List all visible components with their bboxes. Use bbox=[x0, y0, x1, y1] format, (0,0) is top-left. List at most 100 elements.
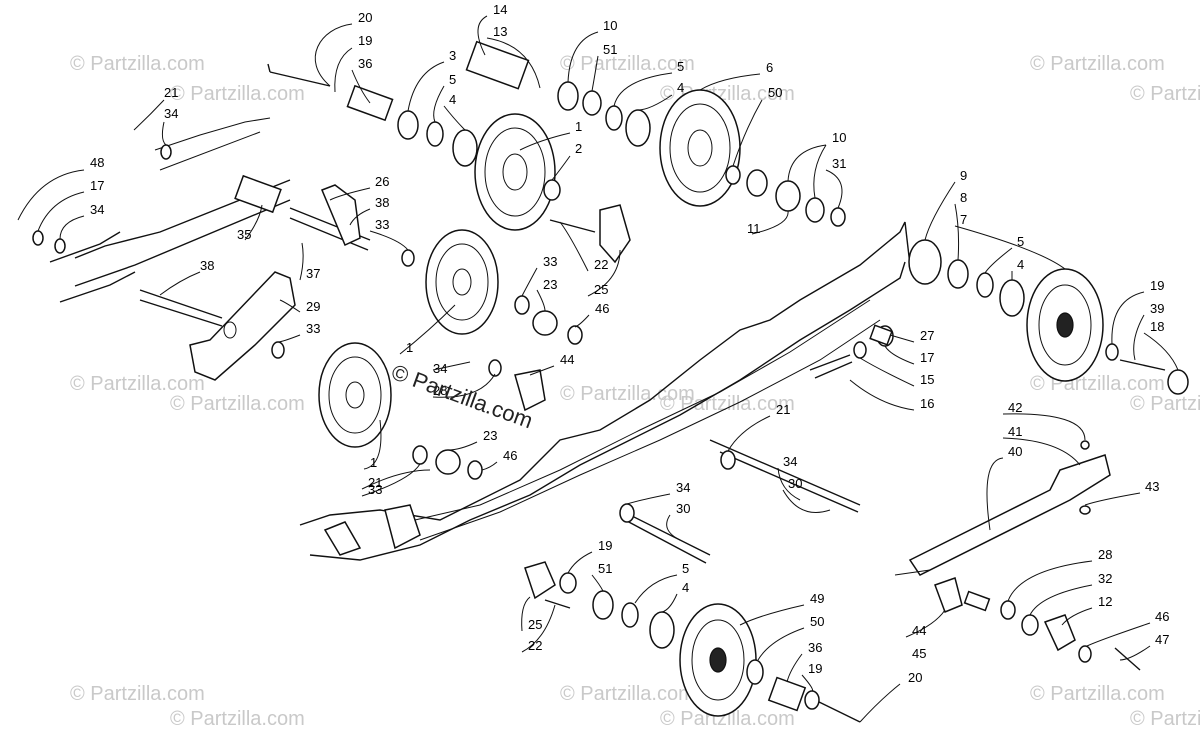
callout-13: 13 bbox=[493, 24, 507, 39]
leader-line-31 bbox=[813, 144, 827, 199]
torque-arm bbox=[894, 454, 1111, 576]
brackets bbox=[189, 184, 1076, 652]
callout-46: 46 bbox=[503, 448, 517, 463]
callout-36: 36 bbox=[808, 640, 822, 655]
callout-30: 30 bbox=[788, 476, 802, 491]
callout-9: 9 bbox=[960, 168, 967, 183]
leader-line-19 bbox=[666, 514, 681, 541]
callout-20: 20 bbox=[908, 670, 922, 685]
callout-19: 19 bbox=[358, 33, 372, 48]
leader-line-20 bbox=[801, 674, 813, 692]
callout-21: 21 bbox=[776, 402, 790, 417]
leader-line-5 bbox=[591, 574, 604, 592]
leader-line-40 bbox=[1002, 437, 1081, 466]
leader-line-4 bbox=[634, 574, 678, 604]
leader-line-7 bbox=[954, 203, 960, 261]
leader-line-5 bbox=[613, 72, 673, 107]
leader-line-51 bbox=[591, 55, 599, 92]
callout-37: 37 bbox=[306, 266, 320, 281]
leader-line-49 bbox=[661, 593, 678, 613]
leader-line-44 bbox=[587, 249, 621, 297]
callout-25: 25 bbox=[594, 282, 608, 297]
watermark-text: © Partzilla.com bbox=[1030, 683, 1165, 705]
callout-15: 15 bbox=[920, 372, 934, 387]
leader-line-5 bbox=[433, 85, 445, 123]
leader-line-15 bbox=[884, 345, 915, 365]
watermark-text: © Partzilla.com bbox=[170, 83, 305, 105]
leader-line-13 bbox=[486, 37, 541, 89]
leader-line-48 bbox=[161, 121, 167, 146]
callout-29: 29 bbox=[306, 299, 320, 314]
leader-line-41 bbox=[1002, 413, 1086, 441]
leader-line-28 bbox=[432, 361, 471, 371]
callout-17: 17 bbox=[920, 350, 934, 365]
leader-line-34 bbox=[133, 99, 165, 131]
leader-line-10 bbox=[567, 31, 599, 83]
leader-line-42 bbox=[782, 489, 831, 513]
shafts bbox=[139, 63, 1166, 723]
leader-line-43 bbox=[986, 457, 1004, 531]
callout-47: 47 bbox=[1155, 632, 1169, 647]
watermark-text: © Partzilla.com bbox=[1030, 53, 1165, 75]
leader-line-20 bbox=[314, 23, 353, 87]
leader-line-45 bbox=[905, 609, 946, 638]
callout-45: 45 bbox=[912, 646, 926, 661]
callout-44: 44 bbox=[560, 352, 574, 367]
leader-lines bbox=[17, 15, 1179, 723]
leader-line-32 bbox=[1007, 560, 1093, 602]
callout-22: 22 bbox=[528, 638, 542, 653]
callout-5: 5 bbox=[682, 561, 689, 576]
leader-line-1 bbox=[481, 461, 498, 471]
leader-line-16 bbox=[859, 357, 915, 387]
slide-rail-left bbox=[49, 117, 291, 303]
leader-line-17 bbox=[889, 334, 915, 343]
callout-50: 50 bbox=[768, 85, 782, 100]
leader-line-33 bbox=[349, 208, 371, 226]
callout-22: 22 bbox=[594, 257, 608, 272]
leader-line-34 bbox=[727, 415, 771, 452]
leader-line-27 bbox=[1143, 332, 1179, 371]
callout-16: 16 bbox=[920, 396, 934, 411]
callout-4: 4 bbox=[677, 80, 684, 95]
leader-line-34 bbox=[529, 365, 555, 376]
callout-5: 5 bbox=[449, 72, 456, 87]
leader-line-28 bbox=[521, 604, 556, 653]
callout-25: 25 bbox=[528, 617, 542, 632]
callout-2: 2 bbox=[575, 141, 582, 156]
leader-line-35 bbox=[369, 230, 409, 251]
callout-34: 34 bbox=[164, 106, 178, 121]
leader-line-8 bbox=[924, 181, 956, 241]
callout-34: 34 bbox=[676, 480, 690, 495]
leader-line-23 bbox=[521, 267, 538, 297]
callout-20: 20 bbox=[358, 10, 372, 25]
leader-line-33 bbox=[279, 299, 301, 313]
leader-line-50 bbox=[732, 99, 763, 167]
leader-line-50 bbox=[739, 604, 805, 626]
callout-34: 34 bbox=[90, 202, 104, 217]
callout-11: 11 bbox=[747, 221, 761, 236]
leader-line-4 bbox=[984, 247, 1013, 274]
callout-4: 4 bbox=[682, 580, 689, 595]
callout-35: 35 bbox=[237, 227, 251, 242]
leader-line-25 bbox=[559, 221, 589, 272]
callout-50: 50 bbox=[810, 614, 824, 629]
callout-21: 21 bbox=[164, 85, 178, 100]
callout-49: 49 bbox=[810, 591, 824, 606]
callout-1: 1 bbox=[406, 340, 413, 355]
callout-46: 46 bbox=[1155, 609, 1169, 624]
leader-line-38 bbox=[299, 242, 304, 281]
leader-line-12 bbox=[1029, 584, 1093, 616]
callout-42: 42 bbox=[1008, 400, 1022, 415]
callout-38: 38 bbox=[375, 195, 389, 210]
leader-line-33 bbox=[363, 419, 382, 470]
callout-18: 18 bbox=[1150, 319, 1164, 334]
callout-41: 41 bbox=[1008, 424, 1022, 439]
callout-7: 7 bbox=[960, 212, 967, 227]
leader-line-26 bbox=[59, 215, 85, 240]
leader-line-17 bbox=[17, 169, 85, 221]
leader-line-46 bbox=[1061, 607, 1093, 626]
watermark-text: © Partzilla.com bbox=[1130, 83, 1200, 105]
leader-line-18 bbox=[1133, 314, 1145, 361]
callout-28: 28 bbox=[433, 383, 447, 398]
